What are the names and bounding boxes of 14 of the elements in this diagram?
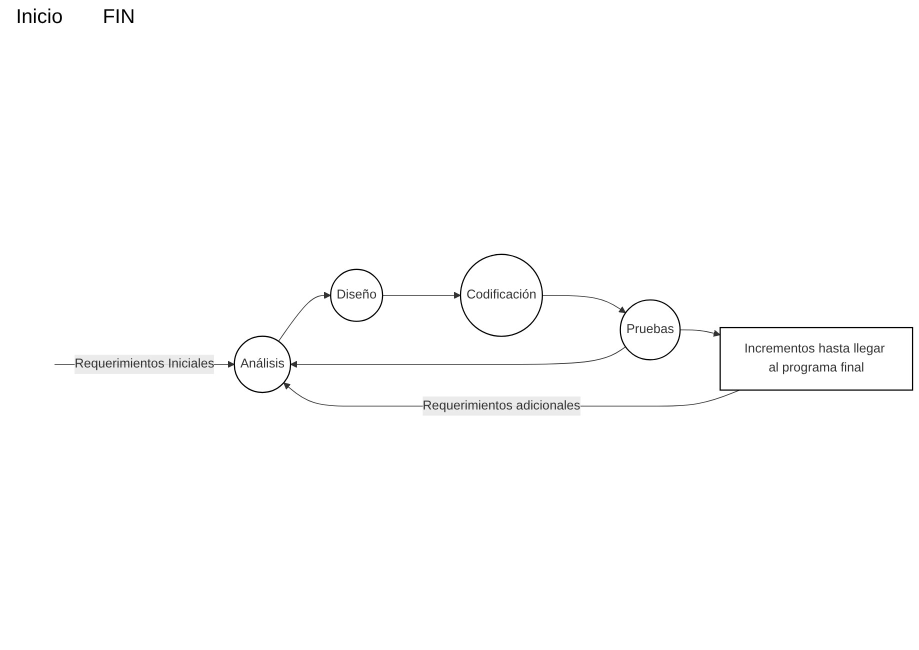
arrow	[542, 294, 626, 314]
node-box: Incrementos hasta llegar al programa final	[720, 326, 914, 391]
node-circle: Diseño	[330, 268, 384, 322]
arrow	[680, 329, 720, 337]
arrow	[382, 292, 461, 299]
edge-label: Requerimientos Iniciales	[74, 357, 214, 371]
node-circle: Codificación	[460, 254, 543, 337]
node-circle: Pruebas	[620, 299, 681, 360]
arrow	[290, 346, 626, 368]
note-label: FIN	[102, 6, 135, 29]
node-circle: Análisis	[234, 336, 292, 393]
edge-label: Requerimientos adicionales	[422, 398, 580, 412]
arrow	[278, 292, 331, 342]
note-label: Inicio	[16, 6, 63, 29]
